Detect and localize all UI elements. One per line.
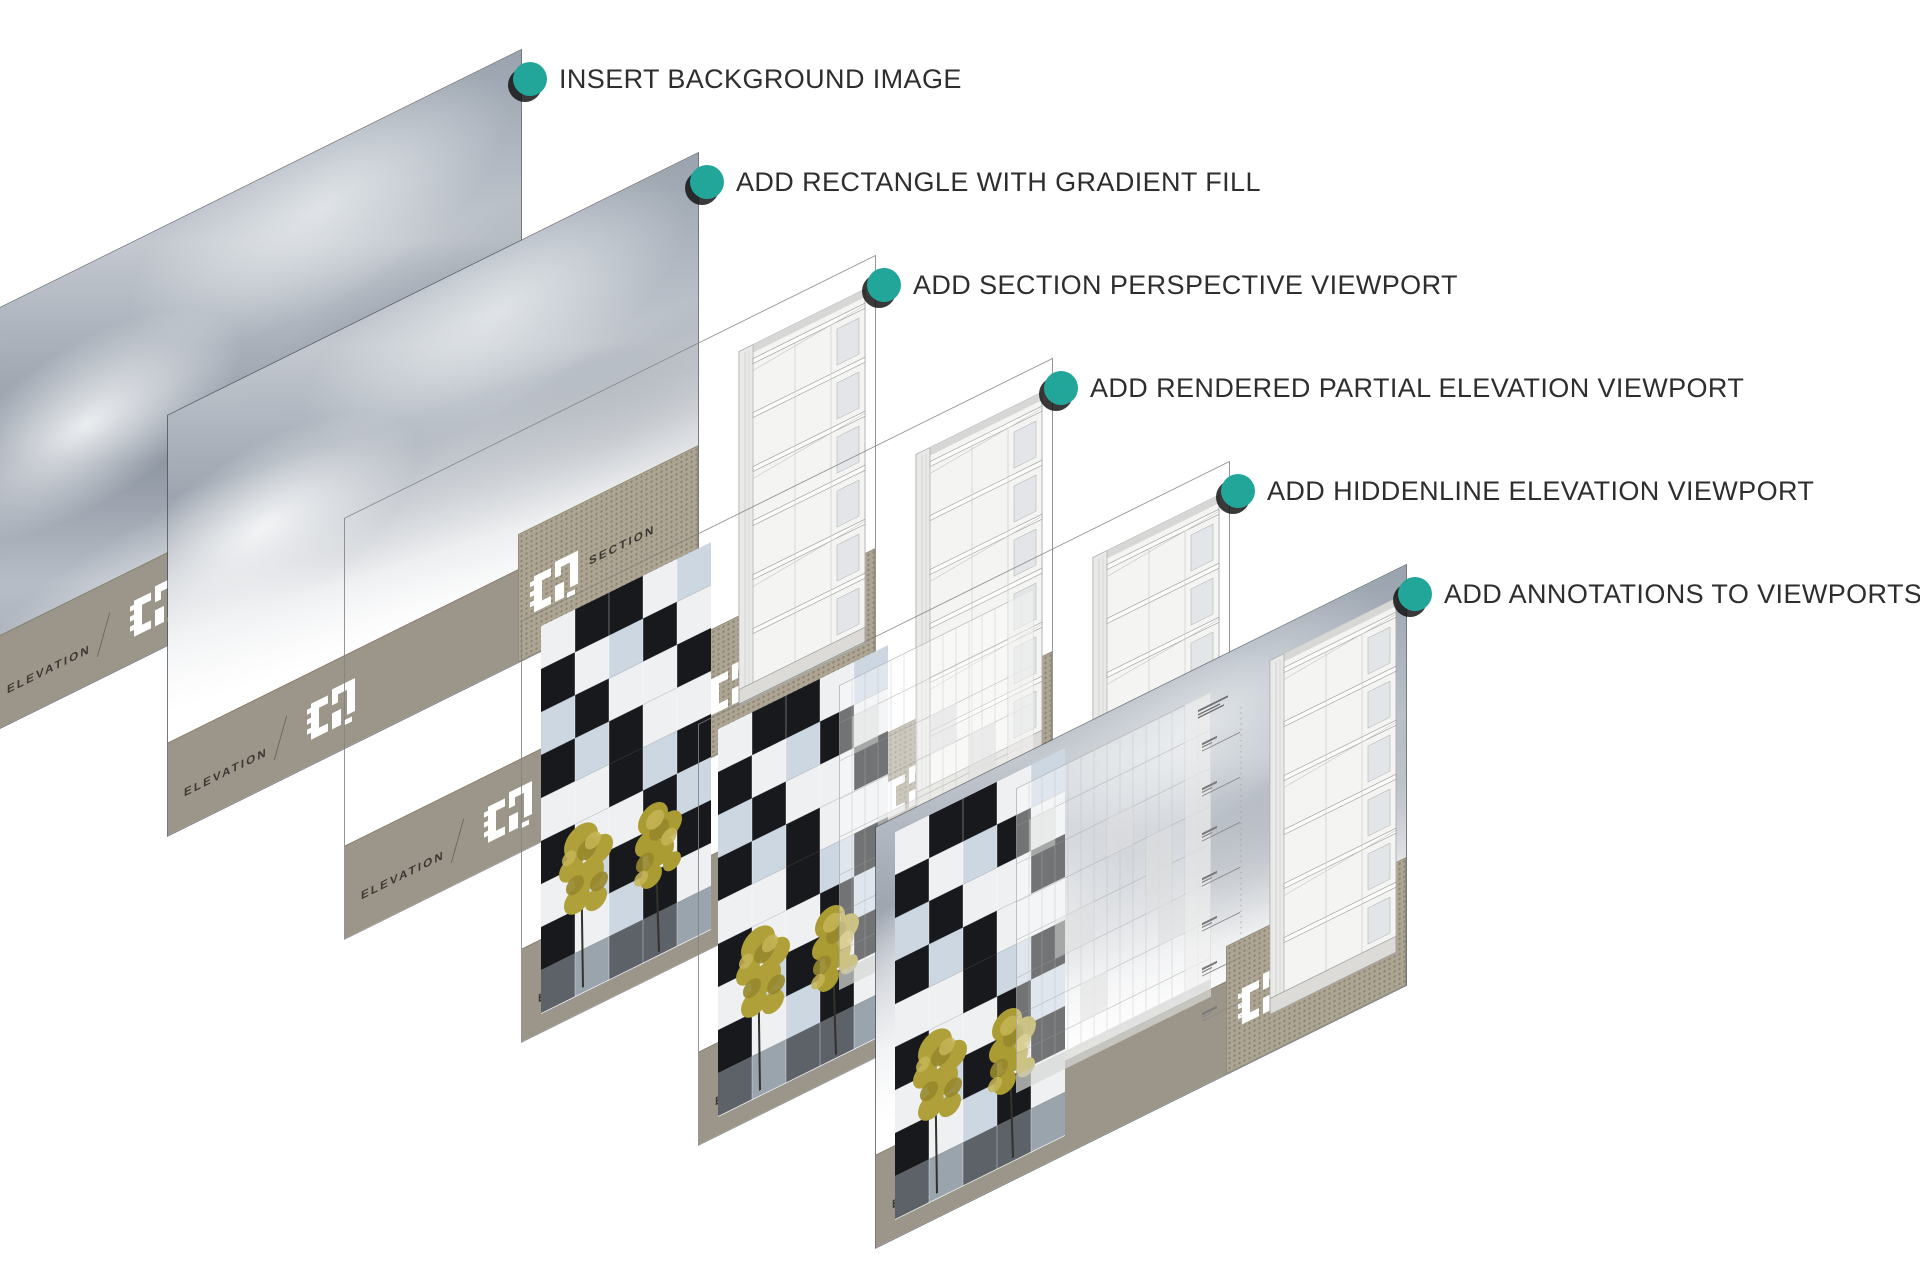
band-divider xyxy=(96,612,111,657)
step-callout-5: ADD HIDDENLINE ELEVATION VIEWPORT xyxy=(1221,474,1814,508)
step-label: ADD HIDDENLINE ELEVATION VIEWPORT xyxy=(1267,475,1815,506)
step-callout-1: INSERT BACKGROUND IMAGE xyxy=(513,62,962,96)
step-label: ADD RECTANGLE WITH GRADIENT FILL xyxy=(736,166,1261,197)
band-divider xyxy=(273,715,288,760)
step-dot-icon xyxy=(867,268,901,302)
step-dot-icon xyxy=(690,165,724,199)
step-label: INSERT BACKGROUND IMAGE xyxy=(559,63,962,94)
band-elevation-label: ELEVATION xyxy=(7,643,91,697)
step-label: ADD ANNOTATIONS TO VIEWPORTS xyxy=(1444,578,1920,609)
step-callout-3: ADD SECTION PERSPECTIVE VIEWPORT xyxy=(867,268,1458,302)
step-callout-6: ADD ANNOTATIONS TO VIEWPORTS xyxy=(1398,577,1920,611)
step-label: ADD RENDERED PARTIAL ELEVATION VIEWPORT xyxy=(1090,372,1745,403)
step-dot-icon xyxy=(513,62,547,96)
band-elevation-label: ELEVATION xyxy=(184,746,268,800)
band-divider xyxy=(450,818,465,863)
step-label: ADD SECTION PERSPECTIVE VIEWPORT xyxy=(913,269,1458,300)
step-dot-icon xyxy=(1398,577,1432,611)
step-dot-icon xyxy=(1044,371,1078,405)
step-callout-2: ADD RECTANGLE WITH GRADIENT FILL xyxy=(690,165,1261,199)
band-elevation-label: ELEVATION xyxy=(361,849,445,903)
section-perspective-viewport xyxy=(1268,593,1398,1019)
step-dot-icon xyxy=(1221,474,1255,508)
step-callout-4: ADD RENDERED PARTIAL ELEVATION VIEWPORT xyxy=(1044,371,1744,405)
level-annotations xyxy=(1196,686,1242,1041)
